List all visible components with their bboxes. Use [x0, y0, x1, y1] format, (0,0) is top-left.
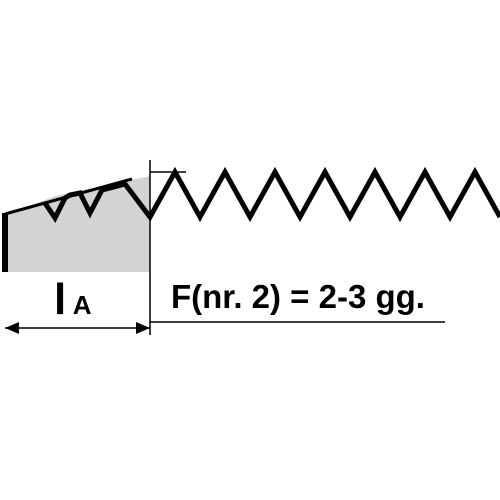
chamfer-length-main: l: [54, 275, 66, 324]
thread-profile: [42, 166, 500, 223]
chamfer-length-subscript: A: [73, 290, 92, 320]
dimension-arrow-left: [5, 322, 19, 334]
chamfer-shaded-area: [5, 176, 150, 272]
chamfer-length-label: l A: [54, 275, 92, 324]
dimension-arrow-right: [136, 322, 150, 334]
chamfer-formula: F(nr. 2) = 2-3 gg.: [171, 278, 425, 315]
